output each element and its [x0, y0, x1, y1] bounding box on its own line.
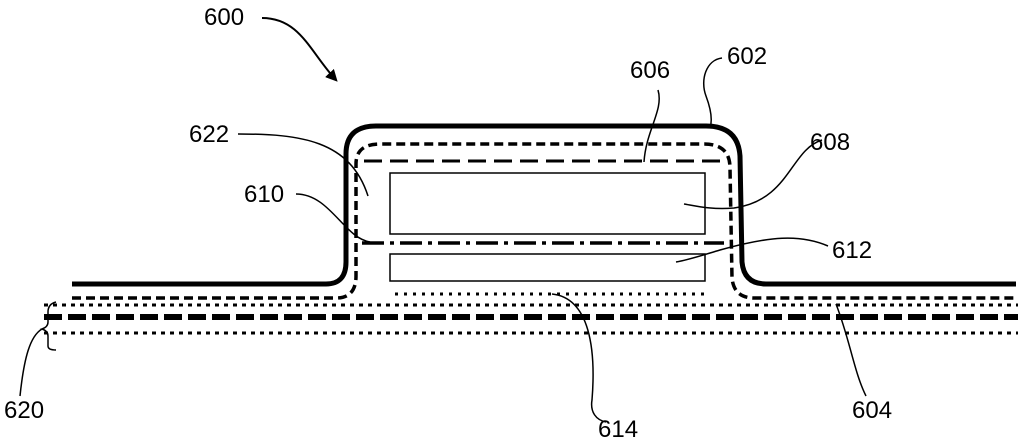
leader-602 [702, 57, 723, 129]
label-600: 600 [204, 4, 244, 31]
label-612: 612 [832, 237, 872, 264]
inner-layer-604 [72, 142, 1016, 300]
label-606: 606 [630, 57, 670, 84]
leader-620 [19, 328, 43, 397]
label-614: 614 [598, 416, 638, 442]
brace-620 [39, 301, 57, 351]
label-620: 620 [4, 397, 44, 424]
leader-606 [643, 89, 660, 163]
label-604: 604 [852, 397, 892, 424]
label-622: 622 [189, 121, 229, 148]
label-610: 610 [244, 181, 284, 208]
leader-610 [295, 193, 371, 243]
leader-608 [683, 139, 823, 210]
leader-604 [835, 303, 867, 397]
leader-614 [551, 293, 607, 423]
arrow-600 [261, 17, 338, 82]
component-608 [389, 172, 706, 235]
leader-622 [237, 133, 369, 197]
component-612 [389, 253, 706, 282]
label-602: 602 [727, 43, 767, 70]
leader-612 [675, 237, 829, 263]
outer-layer-602 [72, 123, 1016, 287]
label-608: 608 [810, 129, 850, 156]
